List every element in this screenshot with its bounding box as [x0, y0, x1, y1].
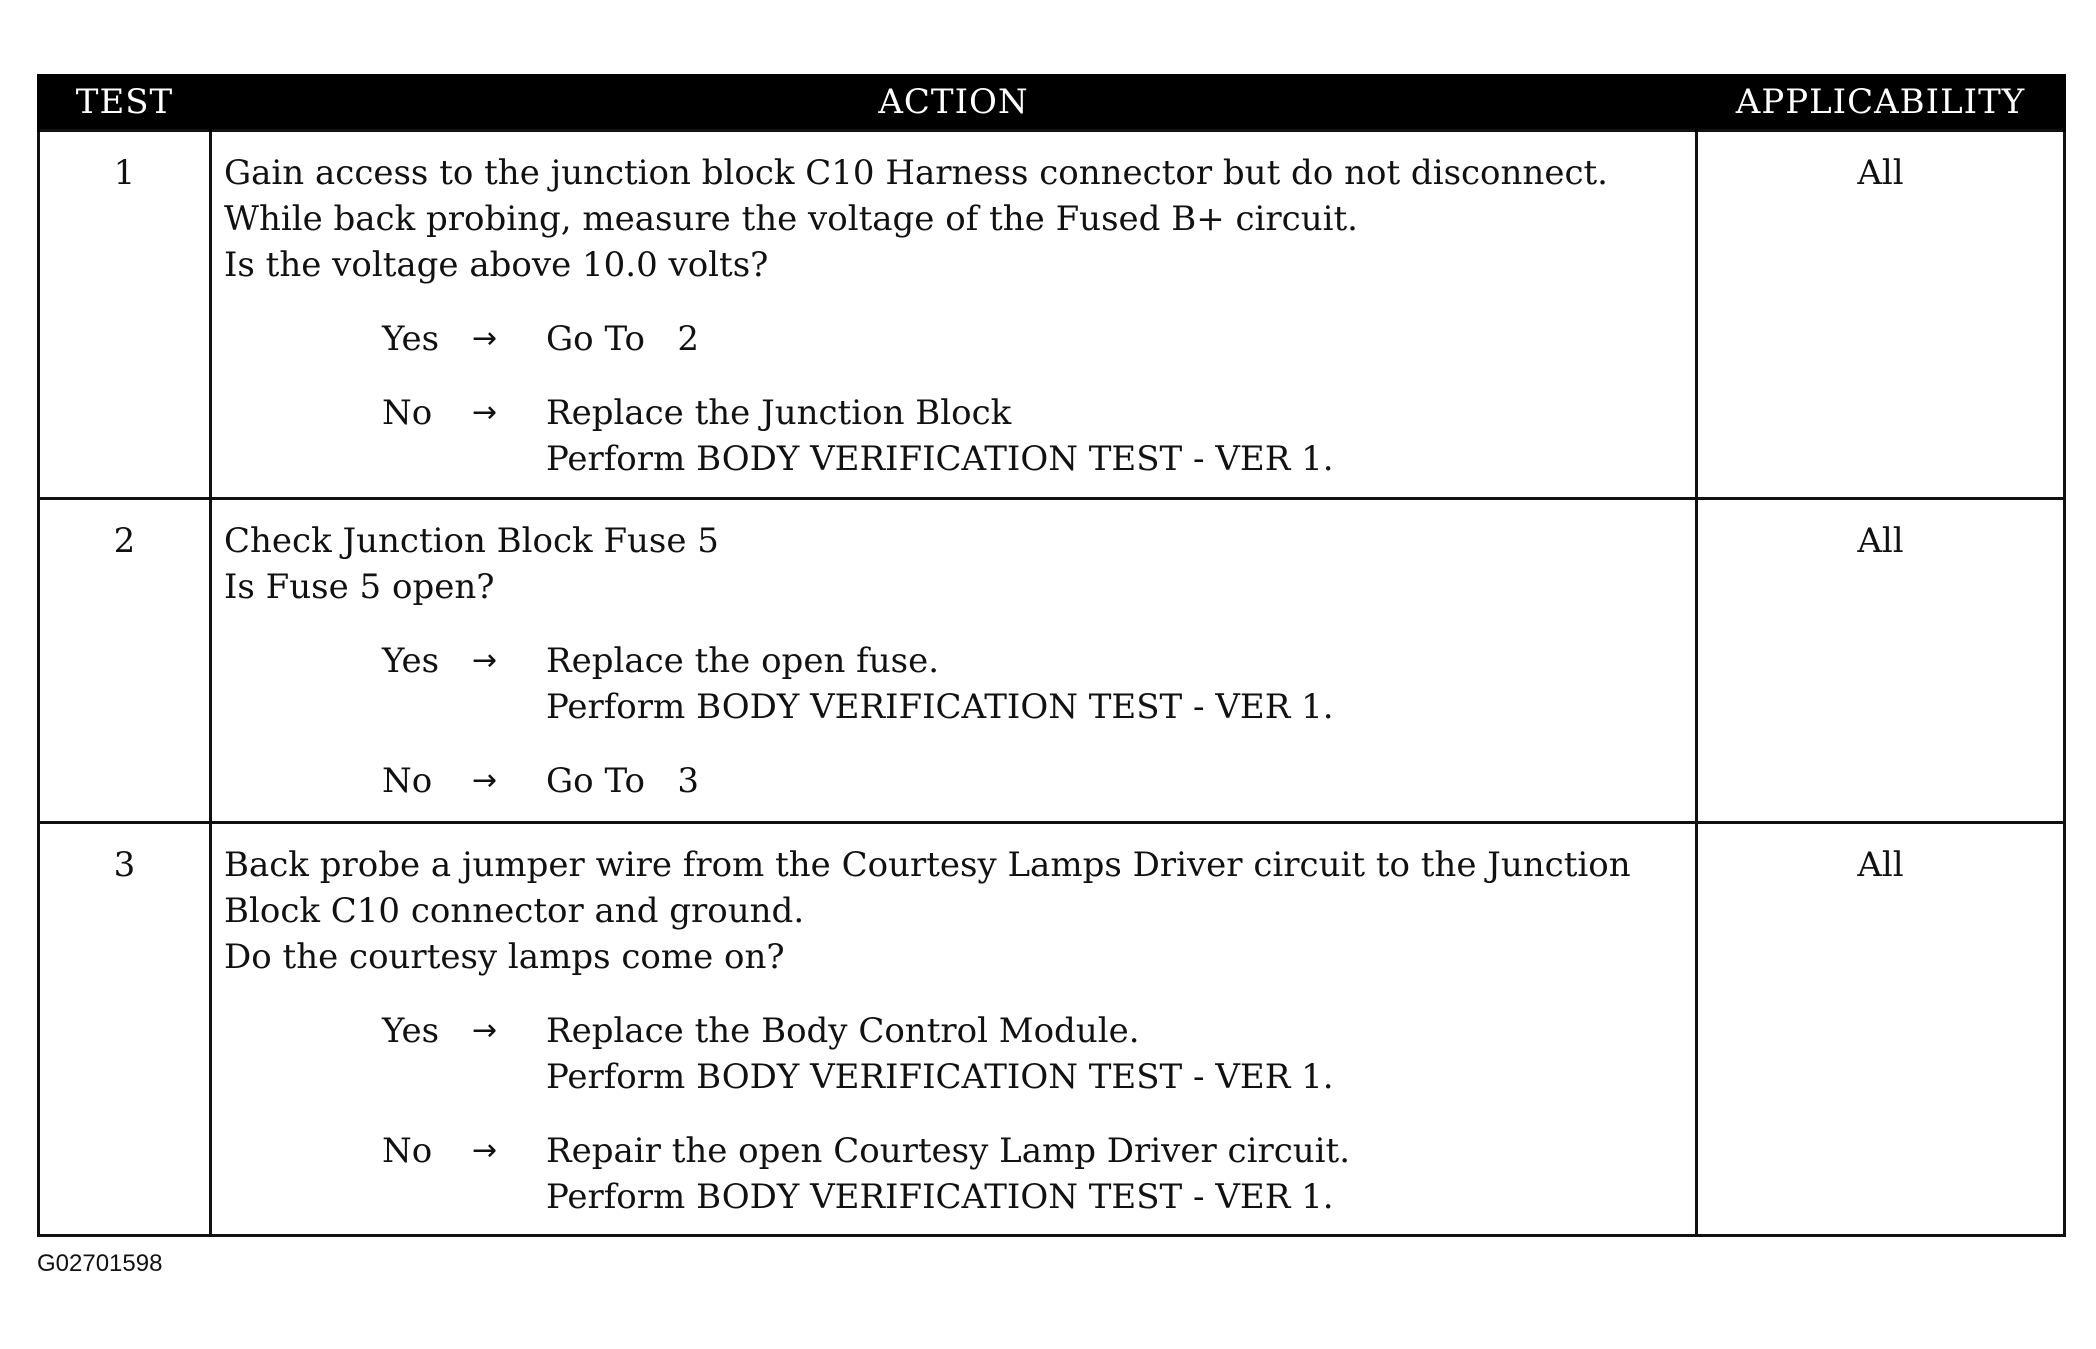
applicability-value: All [1695, 821, 2066, 1237]
branch-key-no: No [382, 1131, 433, 1171]
action-text-line: Back probe a jumper wire from the Courte… [224, 845, 1631, 885]
branch-line: Replace the open fuse. [546, 641, 940, 681]
branch-body: Go To 2 [546, 316, 1685, 362]
branch-line: Replace the Junction Block [546, 393, 1012, 433]
decision-branches: Yes → Replace the Body Control Module. P… [224, 1008, 1685, 1220]
action-question-line: Is the voltage above 10.0 volts? [224, 245, 769, 285]
branch-body: Replace the Body Control Module. Perform… [546, 1008, 1685, 1100]
right-arrow-icon: → [472, 1133, 498, 1168]
table-row: 3 Back probe a jumper wire from the Cour… [37, 821, 2066, 1237]
branch-line: Perform BODY VERIFICATION TEST - VER 1. [546, 439, 1334, 479]
branch-body: Replace the Junction Block Perform BODY … [546, 390, 1685, 482]
decision-branches: Yes → Go To 2 No → Replace the Junction … [224, 316, 1685, 482]
test-number: 3 [37, 821, 212, 1237]
branch-line: Perform BODY VERIFICATION TEST - VER 1. [546, 687, 1334, 727]
branch-key-no: No [382, 393, 433, 433]
applicability-value: All [1695, 497, 2066, 824]
branch-no: No → Repair the open Courtesy Lamp Drive… [224, 1128, 1685, 1220]
action-text-line: Gain access to the junction block C10 Ha… [224, 153, 1608, 193]
header-test: TEST [37, 74, 212, 131]
action-cell: Check Junction Block Fuse 5 Is Fuse 5 op… [209, 497, 1698, 824]
branch-no: No → Replace the Junction Block Perform … [224, 390, 1685, 482]
action-question-line: Do the courtesy lamps come on? [224, 937, 785, 977]
action-cell: Back probe a jumper wire from the Courte… [209, 821, 1698, 1237]
right-arrow-icon: → [472, 763, 498, 798]
branch-key-yes: Yes [382, 641, 440, 681]
header-action: ACTION [209, 74, 1698, 131]
branch-yes: Yes → Replace the open fuse. Perform BOD… [224, 638, 1685, 730]
action-text-line: While back probing, measure the voltage … [224, 199, 1358, 239]
decision-branches: Yes → Replace the open fuse. Perform BOD… [224, 638, 1685, 804]
branch-body: Repair the open Courtesy Lamp Driver cir… [546, 1128, 1685, 1220]
right-arrow-icon: → [472, 321, 498, 356]
branch-line: Perform BODY VERIFICATION TEST - VER 1. [546, 1057, 1334, 1097]
action-cell: Gain access to the junction block C10 Ha… [209, 129, 1698, 500]
branch-key-no: No [382, 761, 433, 801]
right-arrow-icon: → [472, 1013, 498, 1048]
figure-code: G02701598 [37, 1250, 163, 1277]
branch-yes: Yes → Go To 2 [224, 316, 1685, 362]
branch-line: Replace the Body Control Module. [546, 1011, 1140, 1051]
applicability-value: All [1695, 129, 2066, 500]
action-text-line: Block C10 connector and ground. [224, 891, 805, 931]
branch-line: Go To 2 [546, 319, 699, 359]
test-number: 1 [37, 129, 212, 500]
action-text-line: Check Junction Block Fuse 5 [224, 521, 719, 561]
header-applicability: APPLICABILITY [1695, 74, 2066, 131]
branch-body: Replace the open fuse. Perform BODY VERI… [546, 638, 1685, 730]
table-row: 1 Gain access to the junction block C10 … [37, 129, 2066, 500]
branch-no: No → Go To 3 [224, 758, 1685, 804]
branch-key-yes: Yes [382, 319, 440, 359]
branch-line: Repair the open Courtesy Lamp Driver cir… [546, 1131, 1351, 1171]
action-question-line: Is Fuse 5 open? [224, 567, 495, 607]
table-header-row: TEST ACTION APPLICABILITY [37, 74, 2066, 131]
diagnostic-test-table: TEST ACTION APPLICABILITY 1 Gain access … [37, 74, 2066, 1237]
branch-line: Go To 3 [546, 761, 699, 801]
branch-line: Perform BODY VERIFICATION TEST - VER 1. [546, 1177, 1334, 1217]
diagnostic-table-container: TEST ACTION APPLICABILITY 1 Gain access … [37, 74, 2066, 1237]
table-row: 2 Check Junction Block Fuse 5 Is Fuse 5 … [37, 497, 2066, 824]
branch-yes: Yes → Replace the Body Control Module. P… [224, 1008, 1685, 1100]
branch-body: Go To 3 [546, 758, 1685, 804]
right-arrow-icon: → [472, 643, 498, 678]
branch-key-yes: Yes [382, 1011, 440, 1051]
right-arrow-icon: → [472, 395, 498, 430]
test-number: 2 [37, 497, 212, 824]
